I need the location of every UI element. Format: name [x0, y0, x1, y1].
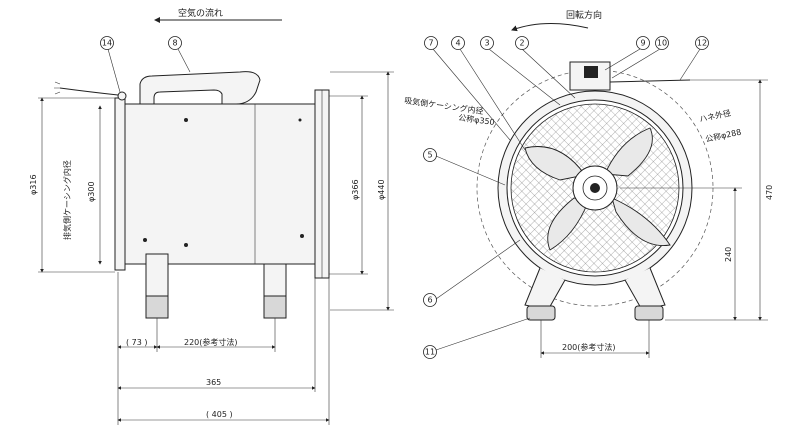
callout-8: 8 — [168, 36, 191, 73]
body-bolts — [143, 118, 304, 247]
svg-text:5: 5 — [427, 151, 432, 160]
front-view: 回転方向 吸気側ケーシング内径 公称φ350 — [404, 9, 774, 359]
intake-casing-label: 吸気側ケーシング内径 公称φ350 — [404, 95, 496, 127]
callout-9: 9 — [604, 36, 650, 71]
fan-blades — [524, 127, 671, 251]
power-cable — [59, 87, 119, 96]
svg-text:365: 365 — [206, 378, 221, 387]
callout-2: 2 — [515, 36, 576, 99]
svg-text:14: 14 — [102, 39, 112, 48]
svg-text:回転方向: 回転方向 — [566, 9, 602, 21]
callout-6: 6 — [423, 239, 521, 307]
svg-text:吸気側ケーシング内径: 吸気側ケーシング内径 — [404, 95, 484, 116]
callout-11: 11 — [423, 317, 531, 359]
dim-d440: φ440 — [330, 71, 394, 311]
svg-text:( 405 ): ( 405 ) — [206, 410, 233, 419]
callout-5: 5 — [423, 148, 506, 186]
switch — [584, 66, 598, 78]
dim-d366: φ366 — [329, 95, 368, 275]
svg-text:排気側ケーシング内径: 排気側ケーシング内径 — [62, 160, 72, 240]
callout-3: 3 — [480, 36, 561, 106]
svg-text:公称φ288: 公称φ288 — [704, 127, 742, 144]
rotation-indicator: 回転方向 — [511, 9, 602, 32]
svg-text:470: 470 — [765, 185, 774, 200]
svg-text:4: 4 — [455, 39, 460, 48]
svg-text:φ440: φ440 — [377, 179, 386, 200]
callout-10: 10 — [611, 36, 669, 79]
svg-text:12: 12 — [697, 39, 707, 48]
fan-body — [124, 103, 316, 265]
shaft — [590, 183, 600, 193]
svg-text:6: 6 — [427, 296, 432, 305]
callout-14: 14 — [100, 36, 121, 93]
dim-w200: 200(参考寸法) — [540, 320, 650, 358]
cable-gland — [117, 91, 127, 101]
svg-text:3: 3 — [484, 39, 489, 48]
svg-text:9: 9 — [640, 39, 645, 48]
callout-4: 4 — [451, 36, 526, 151]
dim-h240: 240 — [620, 187, 742, 321]
power-cord — [609, 79, 691, 83]
svg-text:8: 8 — [172, 39, 177, 48]
svg-text:2: 2 — [519, 39, 524, 48]
svg-text:220(参考寸法): 220(参考寸法) — [184, 337, 238, 347]
svg-text:10: 10 — [657, 39, 667, 48]
side-view: 空気の流れ φ — [29, 7, 394, 425]
dim-d300: 排気側ケーシング内径 φ300 — [62, 105, 102, 265]
svg-text:200(参考寸法): 200(参考寸法) — [562, 342, 616, 352]
svg-text:11: 11 — [425, 348, 435, 357]
svg-text:φ316: φ316 — [29, 174, 38, 195]
svg-text:( 73 ): ( 73 ) — [126, 338, 148, 347]
callout-7: 7 — [424, 36, 511, 141]
airflow-indicator: 空気の流れ — [154, 7, 282, 23]
svg-text:240: 240 — [724, 247, 733, 262]
dim-horizontal: ( 73 ) 220(参考寸法) 365 ( 405 ) — [117, 272, 330, 425]
svg-text:ハネ外径: ハネ外径 — [698, 108, 731, 124]
exhaust-flange — [114, 97, 126, 271]
svg-text:φ366: φ366 — [351, 179, 360, 200]
dim-d316: φ316 — [29, 97, 115, 273]
blade-dia-label: ハネ外径 公称φ288 — [698, 108, 742, 144]
svg-text:7: 7 — [428, 39, 433, 48]
callout-12: 12 — [679, 36, 709, 81]
foot-pad-left — [526, 305, 556, 321]
svg-text:φ300: φ300 — [87, 181, 96, 202]
airflow-caption: 空気の流れ — [178, 7, 223, 19]
dim-h470: 470 — [665, 79, 774, 321]
foot-pad-right — [634, 305, 664, 321]
carry-handle — [139, 71, 261, 105]
